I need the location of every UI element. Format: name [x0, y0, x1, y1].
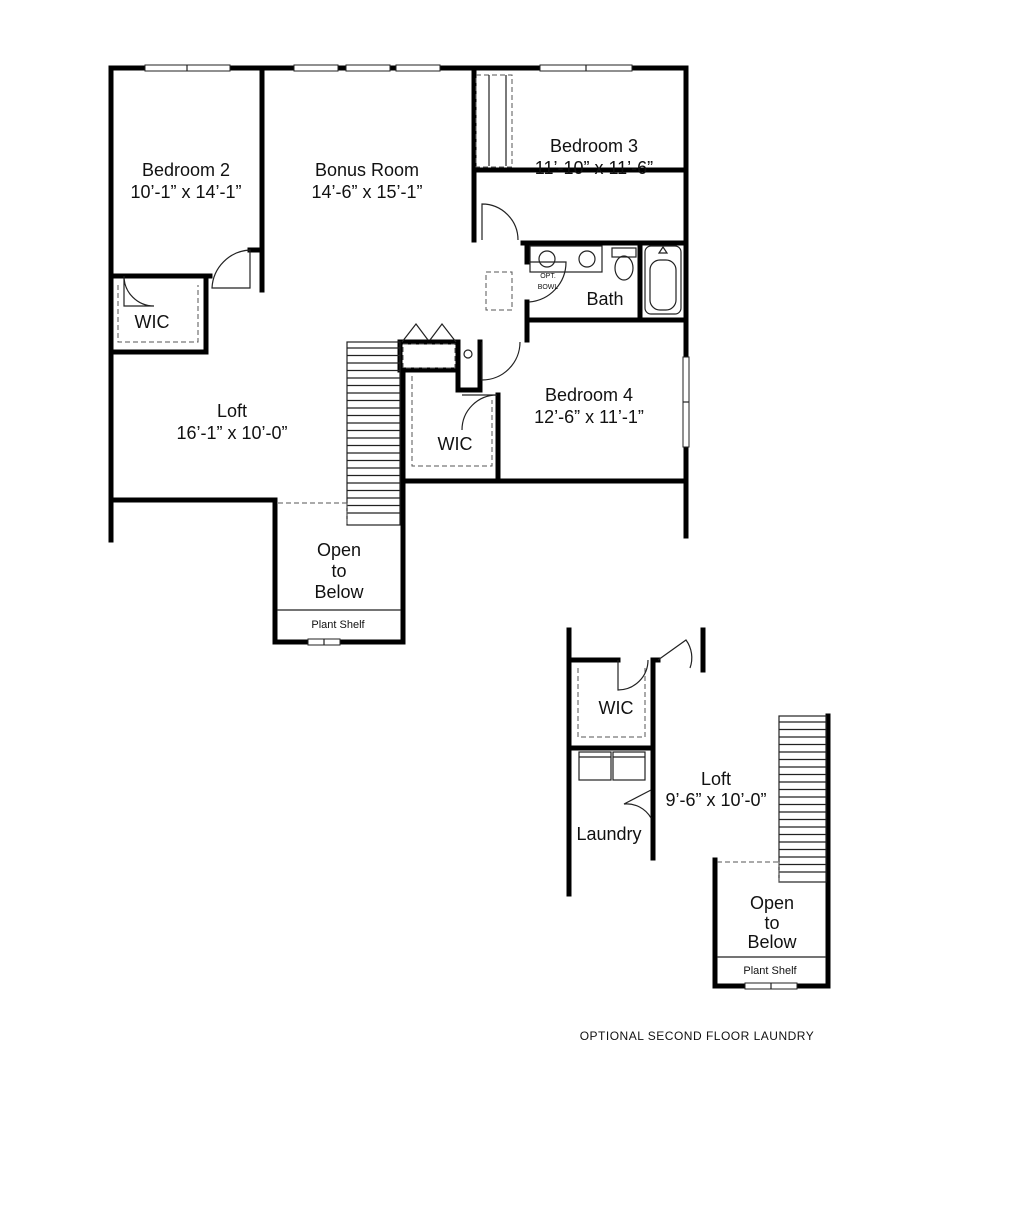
bonus-room-label: Bonus Room: [315, 160, 419, 180]
main-room-labels: Bedroom 2 10’-1” x 14’-1” Bonus Room 14’…: [130, 136, 653, 631]
opt-open-line1: Open: [750, 893, 794, 913]
main-interior-walls: [108, 65, 689, 484]
optional-plan-caption: OPTIONAL SECOND FLOOR LAUNDRY: [580, 1029, 815, 1043]
open-to-below-line1: Open: [317, 540, 361, 560]
main-doors: [123, 203, 567, 431]
main-stairs: [278, 341, 401, 526]
optional-room-labels: WIC Loft 9’-6” x 10’-0” Laundry Open to …: [576, 698, 797, 977]
bath-opt-note: OPT.: [540, 273, 556, 280]
open-to-below-line3: Below: [314, 582, 364, 602]
main-closet-shelving: [117, 74, 513, 467]
loft-size: 16’-1” x 10’-0”: [176, 423, 287, 443]
plant-shelf-label: Plant Shelf: [311, 619, 365, 631]
opt-wic-label: WIC: [599, 698, 634, 718]
opt-laundry-label: Laundry: [576, 824, 641, 844]
bedroom4-label: Bedroom 4: [545, 385, 633, 405]
opt-loft-label: Loft: [701, 769, 731, 789]
bedroom2-size: 10’-1” x 14’-1”: [130, 182, 241, 202]
bedroom3-label: Bedroom 3: [550, 136, 638, 156]
wic-left-label: WIC: [135, 312, 170, 332]
bath-fixtures: [485, 245, 682, 315]
opt-open-line3: Below: [747, 932, 797, 952]
optional-interior-details: [577, 639, 826, 990]
open-to-below-line2: to: [331, 561, 346, 581]
bonus-room-size: 14’-6” x 15’-1”: [311, 182, 422, 202]
opt-plant-shelf-label: Plant Shelf: [743, 965, 797, 977]
bedroom2-label: Bedroom 2: [142, 160, 230, 180]
bath-bowl-note: BOWL: [538, 284, 559, 291]
main-floor-plan: Bedroom 2 10’-1” x 14’-1” Bonus Room 14’…: [108, 64, 690, 646]
bedroom3-size: 11’-10” x 11’-6”: [535, 158, 653, 178]
loft-label: Loft: [217, 401, 247, 421]
bedroom4-size: 12’-6” x 11’-1”: [534, 407, 644, 427]
opt-open-line2: to: [764, 913, 779, 933]
main-windows: [144, 64, 690, 646]
optional-stairs: [717, 715, 827, 883]
wic-center-label: WIC: [438, 434, 473, 454]
bath-label: Bath: [586, 289, 623, 309]
opt-loft-size: 9’-6” x 10’-0”: [665, 790, 766, 810]
optional-laundry-plan: WIC Loft 9’-6” x 10’-0” Laundry Open to …: [566, 627, 831, 1043]
